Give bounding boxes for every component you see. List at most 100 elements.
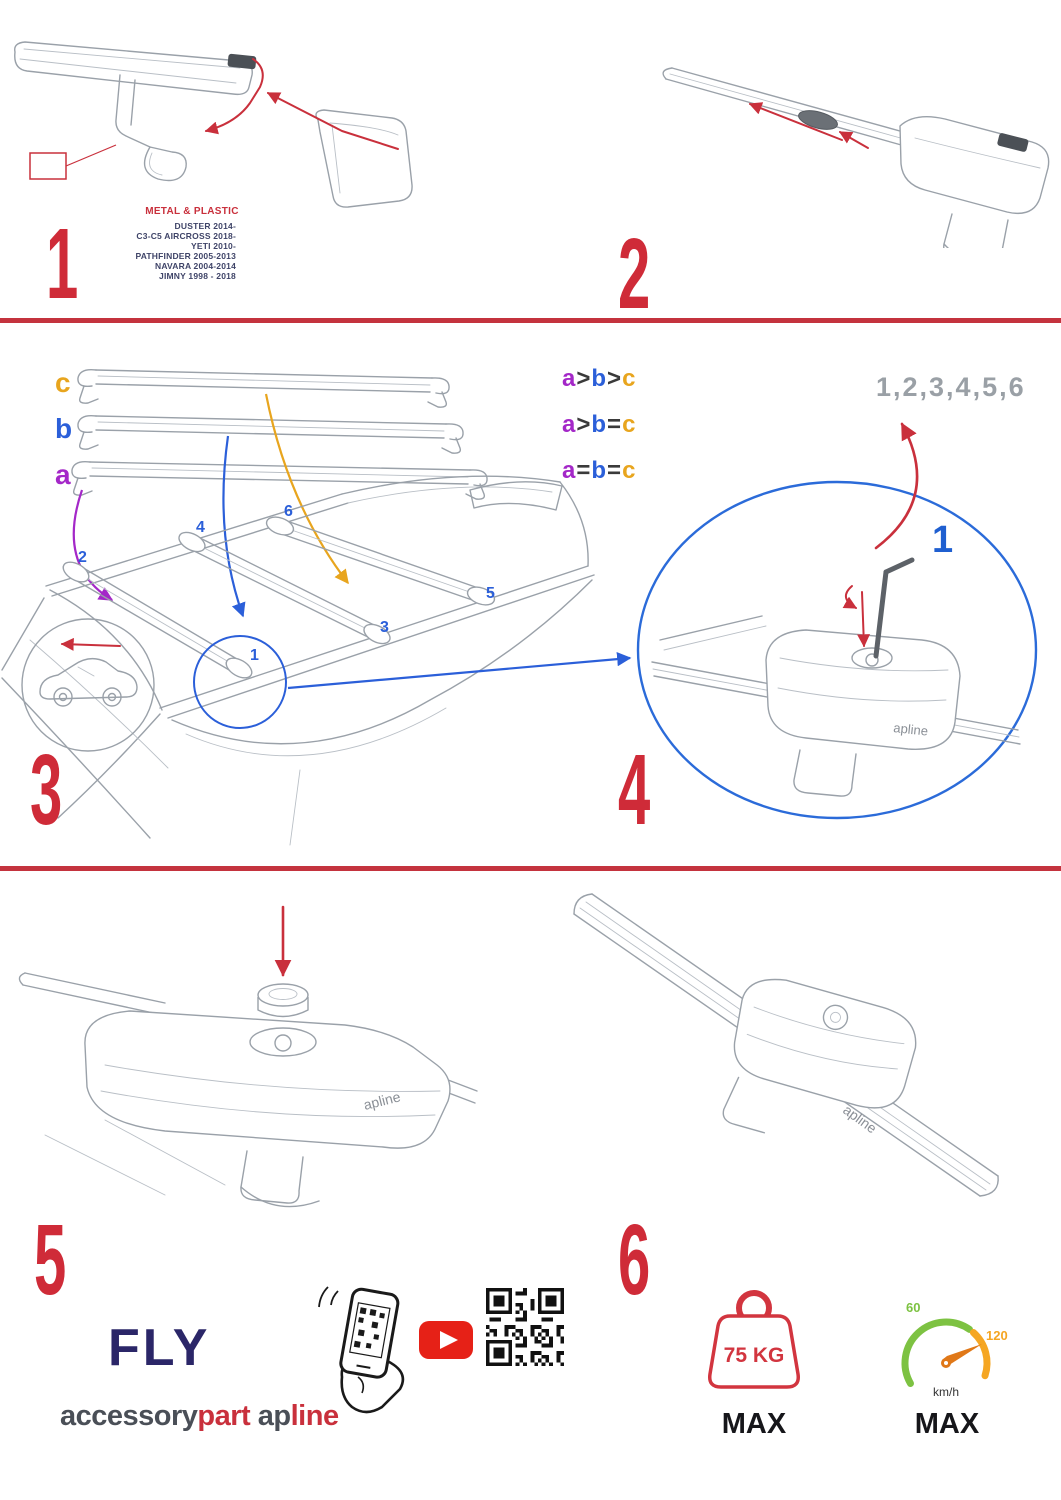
bar-label-c: c xyxy=(55,367,71,398)
bar-end-pad xyxy=(227,53,257,70)
red-arrow-cover-to-bar xyxy=(266,92,399,150)
formula-term: a xyxy=(562,457,576,484)
weight-max-label: MAX xyxy=(721,1408,787,1440)
product-name: FLY xyxy=(108,1319,211,1377)
formula-op: = xyxy=(607,457,622,484)
compat-item: PATHFINDER 2005-2013 xyxy=(135,251,236,261)
step-number-4: 4 xyxy=(618,734,650,846)
clamp-sketch xyxy=(722,978,917,1134)
formula-term: c xyxy=(622,457,636,484)
gauge-needle xyxy=(942,1344,982,1367)
compat-item: C3-C5 AIRCROSS 2018- xyxy=(136,231,236,241)
red-callout-box xyxy=(29,152,67,180)
red-arrow-slot xyxy=(838,131,869,149)
red-arrow-insert xyxy=(857,591,871,648)
allen-key-icon xyxy=(873,569,889,659)
red-arrow-slide-direction xyxy=(748,102,843,141)
blue-arrow-to-detail xyxy=(287,652,632,690)
formula-op: > xyxy=(607,365,622,392)
step3-step4-installation-diagram: c b a a>b>c a>b=c a=b=c xyxy=(1,365,1038,846)
roof-bar-sketch xyxy=(662,67,919,149)
compat-item: DUSTER 2014- xyxy=(174,221,236,231)
clamp-sketch: apline xyxy=(84,1010,451,1208)
weight-body xyxy=(707,1314,801,1389)
position-label-3: 3 xyxy=(380,619,389,636)
bar-slot-hole xyxy=(798,110,838,130)
formula-term: b xyxy=(591,411,607,438)
roof-rail-sketch xyxy=(18,972,478,1196)
roof-bar-sketch xyxy=(14,41,257,96)
guide-arrow-c xyxy=(264,393,349,585)
position-label-2: 2 xyxy=(78,549,87,566)
red-arrow-rotate xyxy=(842,585,858,609)
bar-label-b: b xyxy=(55,413,72,444)
step-number-5: 5 xyxy=(34,1204,66,1316)
position-label-4: 4 xyxy=(196,519,205,536)
step1-exploded-bar-diagram xyxy=(14,41,413,208)
speed-low-label: 60 xyxy=(906,1300,920,1315)
max-speed-gauge-icon: 60 120 km/h xyxy=(901,1300,1008,1399)
compat-item: YETI 2010- xyxy=(191,241,236,251)
position-label-5: 5 xyxy=(486,585,495,602)
car-direction-inset xyxy=(21,618,155,752)
detail-circle xyxy=(636,480,1038,820)
formula-row-2: a>b=c xyxy=(562,411,636,438)
speed-max-label: MAX xyxy=(914,1408,980,1440)
knob-cap-sketch xyxy=(257,983,309,1018)
formula-op: > xyxy=(576,411,591,438)
step-number-6: 6 xyxy=(618,1204,650,1316)
crossbar-b-sketch xyxy=(77,414,464,454)
compatibility-list: DUSTER 2014- C3-C5 AIRCROSS 2018- YETI 2… xyxy=(62,221,236,281)
step-number-1: 1 xyxy=(46,208,78,320)
car-roof-sketch xyxy=(1,475,595,846)
brand-on-clamp: apline xyxy=(893,720,929,739)
bar-label-a: a xyxy=(55,459,71,490)
step2-bar-slot-diagram xyxy=(662,67,1050,248)
gauge-green-arc xyxy=(901,1318,973,1387)
brand-wordmark: accessorypart apline xyxy=(60,1400,339,1433)
step-number-3: 3 xyxy=(30,734,62,846)
crossbar-a-sketch xyxy=(71,460,488,500)
qr-finder-patterns xyxy=(486,1288,564,1366)
clamp-tightening-detail: apline xyxy=(636,422,1038,820)
formula-term: a xyxy=(562,411,576,438)
clamp-sketch xyxy=(899,116,1050,248)
compat-item: JIMNY 1998 - 2018 xyxy=(159,271,236,281)
position-label-6: 6 xyxy=(284,503,293,520)
clamp-top-pad xyxy=(997,133,1029,152)
speed-unit-label: km/h xyxy=(933,1385,959,1399)
red-arrow-bar-end xyxy=(204,58,264,135)
allen-key-handle xyxy=(883,557,915,575)
step-number-2: 2 xyxy=(618,218,650,330)
position-label-1: 1 xyxy=(250,647,259,664)
section-divider xyxy=(0,866,1061,871)
brand-part: part xyxy=(197,1400,251,1432)
formula-row-3: a=b=c xyxy=(562,457,636,484)
weight-value: 75 KG xyxy=(724,1344,785,1367)
speed-high-label: 120 xyxy=(986,1328,1008,1343)
red-arrow-front-direction xyxy=(60,637,121,651)
hand-scanning-phone-icon xyxy=(318,1286,405,1414)
brand-ap: ap xyxy=(257,1400,291,1432)
formula-op: = xyxy=(576,457,591,484)
brand-accessory: accessory xyxy=(60,1400,198,1432)
formula-row-1: a>b>c xyxy=(562,365,636,392)
gauge-orange-arc xyxy=(969,1329,991,1380)
tightening-sequence: 1,2,3,4,5,6 xyxy=(876,372,1026,402)
red-callout-line xyxy=(65,144,117,167)
formula-term: b xyxy=(591,457,607,484)
red-arrow-sequence xyxy=(874,422,919,550)
formula-op: = xyxy=(607,411,622,438)
qr-code xyxy=(486,1288,564,1366)
highlight-ring-position-1 xyxy=(193,635,287,729)
youtube-icon xyxy=(419,1321,473,1359)
material-label: METAL & PLASTIC xyxy=(145,206,239,217)
phone-icon xyxy=(339,1287,400,1379)
brand-line: line xyxy=(290,1400,339,1432)
formula-term: a xyxy=(562,365,576,392)
formula-op: > xyxy=(576,365,591,392)
clamp-mechanism-sketch xyxy=(115,74,187,182)
max-weight-icon: 75 KG xyxy=(707,1290,801,1389)
section-divider xyxy=(0,318,1061,323)
